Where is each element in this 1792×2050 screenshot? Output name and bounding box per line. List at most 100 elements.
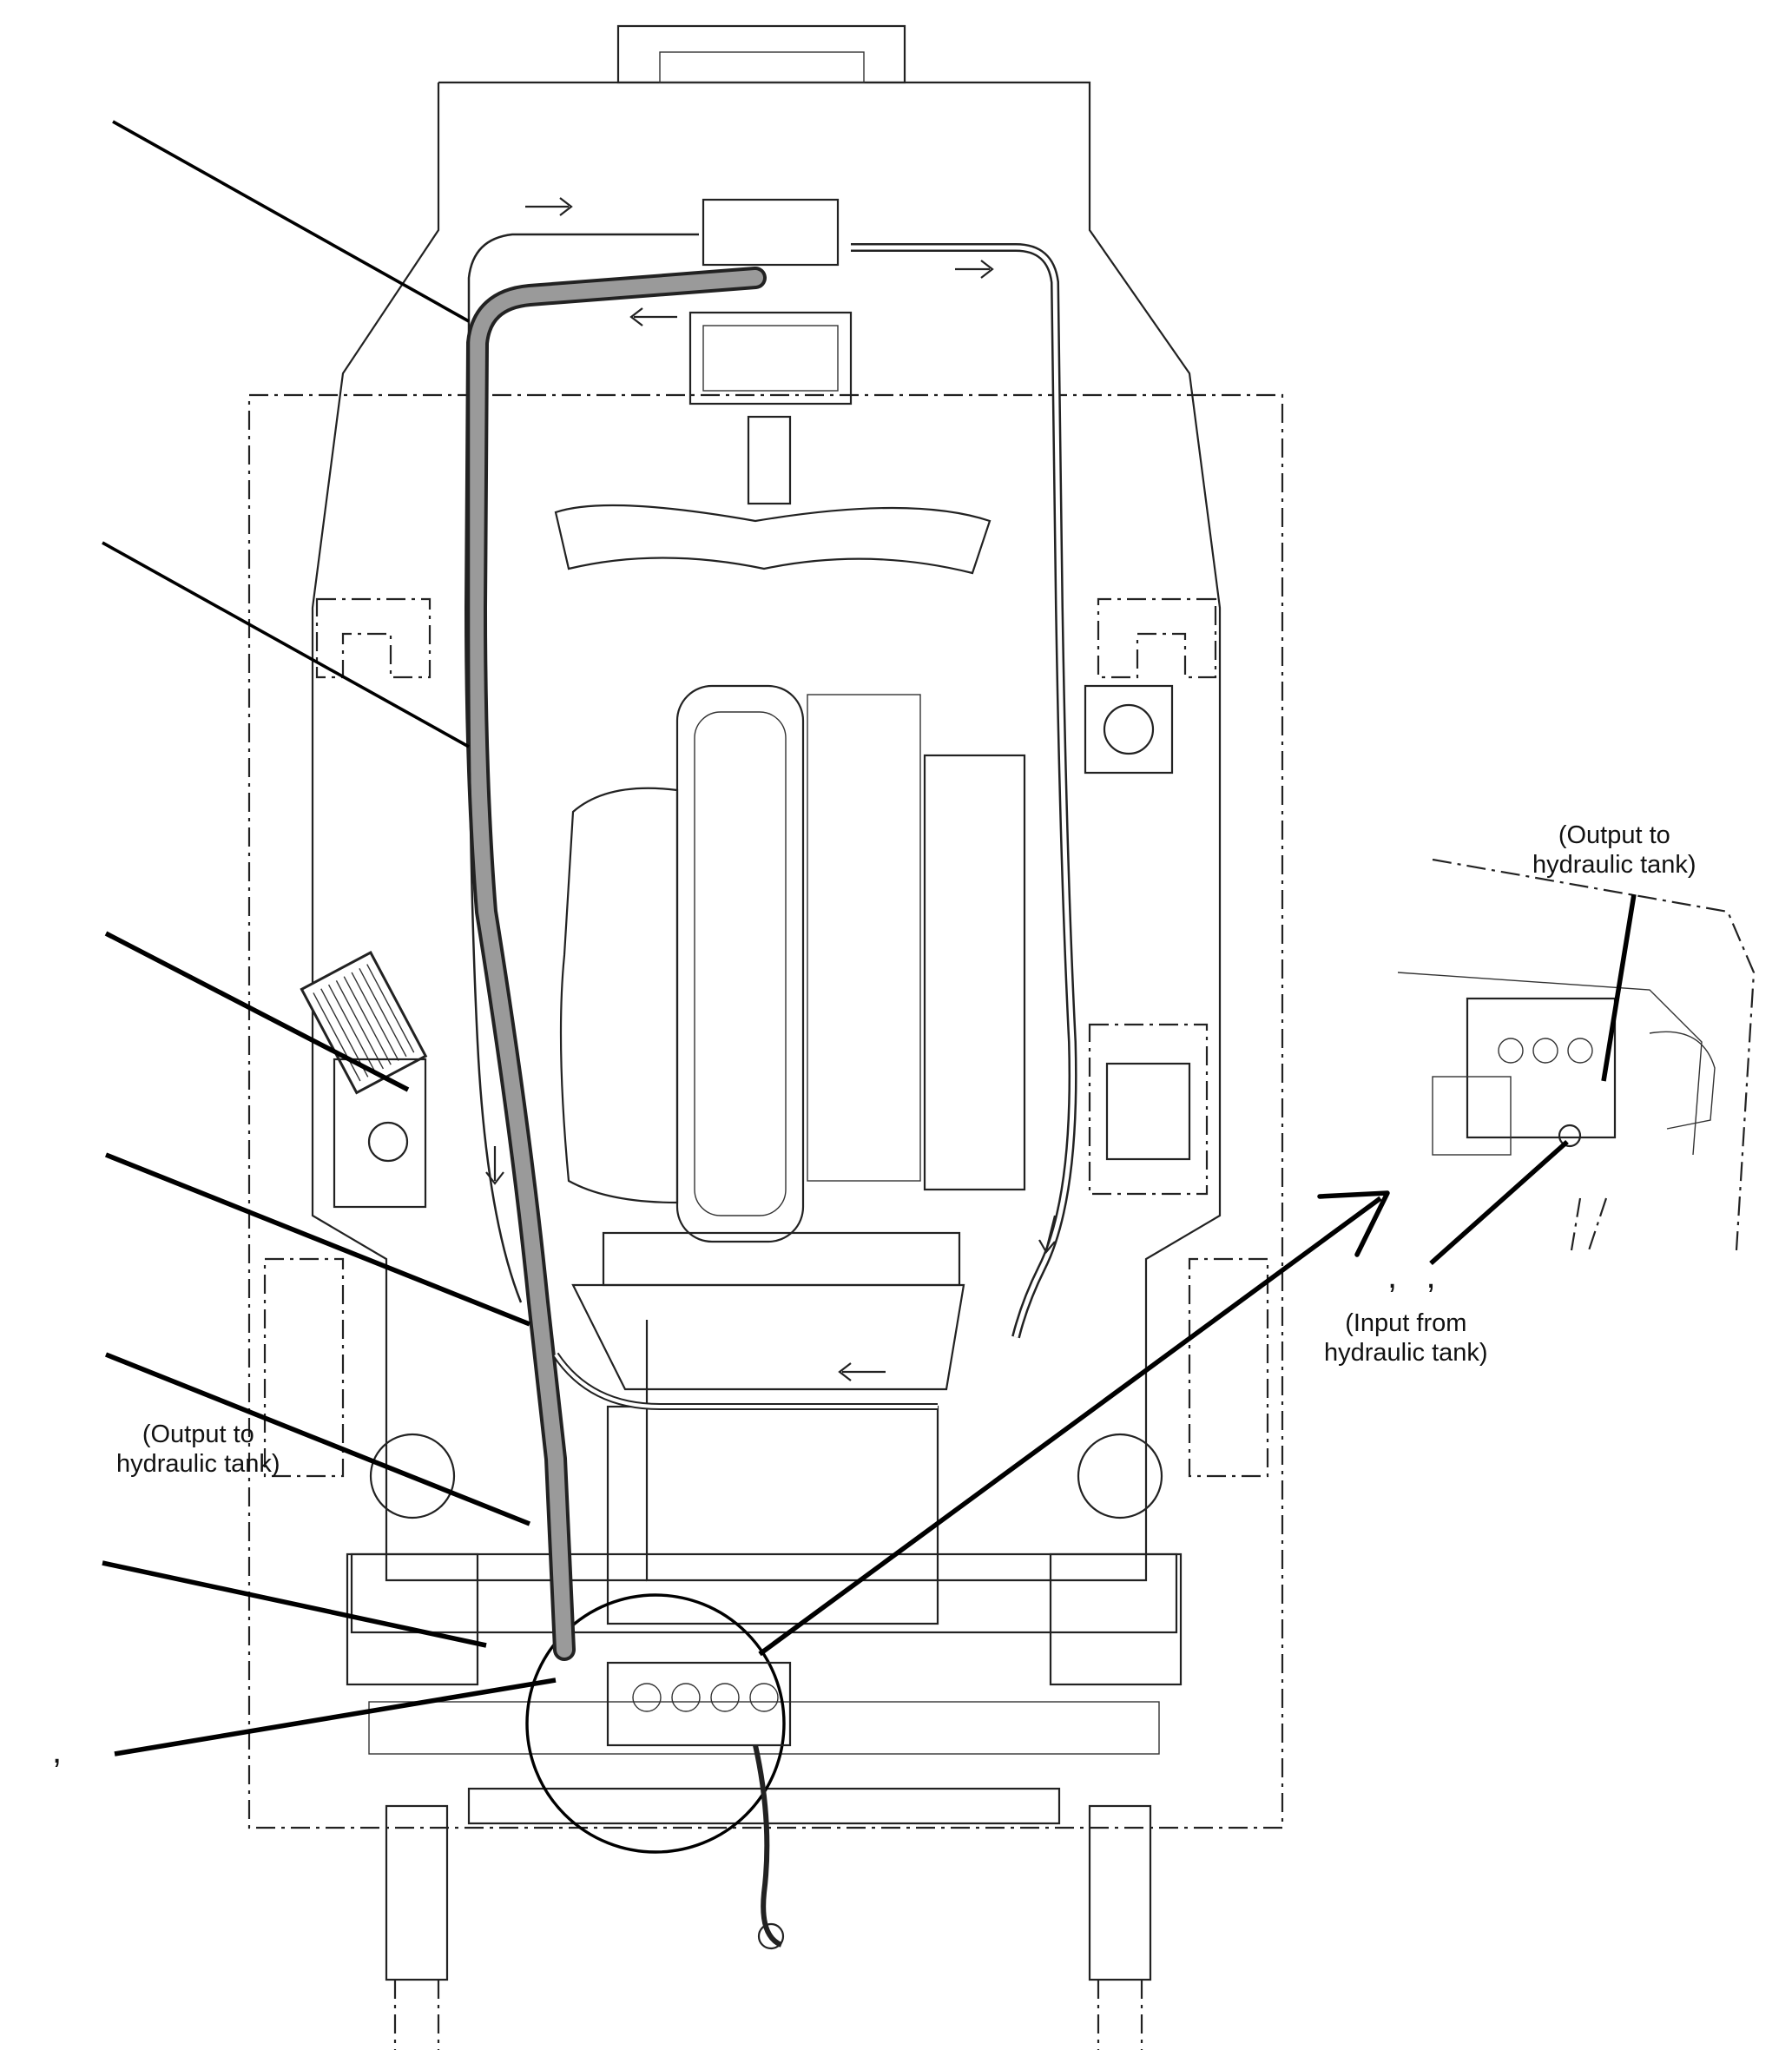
control-valve-area — [606, 1405, 939, 1625]
leader-line-2 — [102, 541, 470, 748]
flow-arrow-icon — [629, 307, 677, 326]
drive-shaft — [747, 415, 792, 505]
right-plate-hole — [1103, 703, 1155, 755]
left-frame — [311, 82, 647, 1582]
lower-cross-hose-core — [554, 1353, 938, 1408]
filter-rib — [327, 984, 377, 1073]
right-plate — [1084, 684, 1174, 775]
flywheel-housing — [602, 1231, 961, 1287]
rear-cross-member — [350, 1552, 1178, 1634]
return-hose-left — [467, 233, 699, 1303]
right-access-panel — [1088, 1023, 1209, 1196]
inset-port-2 — [1532, 1038, 1558, 1064]
leader-line-1 — [112, 120, 470, 323]
label-output-tank-right-line1: (Output to — [1558, 821, 1670, 849]
leader-line-4 — [104, 1152, 531, 1327]
pressure-hose-right — [851, 243, 1077, 1339]
filter-housing — [333, 1058, 427, 1209]
valve-port-1 — [632, 1683, 662, 1712]
control-valve-block — [606, 1661, 792, 1747]
return-hose-end — [757, 1922, 785, 1950]
engine-head — [807, 694, 921, 1182]
inset-tank-line — [1649, 1031, 1716, 1130]
pump-lower-inner — [702, 325, 839, 392]
leader-line-3 — [104, 931, 410, 1092]
engine-block-left — [559, 787, 679, 1204]
return-hose-lower — [753, 1744, 783, 1948]
stray-commas-right: , , — [1387, 1257, 1436, 1295]
inset-leader-input — [1429, 1139, 1569, 1266]
inset-legs — [1570, 1197, 1608, 1251]
right-leg — [1088, 1804, 1152, 1981]
inset-frame-top — [1432, 858, 1756, 1251]
bell-housing — [571, 1283, 965, 1391]
label-input-tank-right-line2: hydraulic tank) — [1324, 1339, 1488, 1367]
hydraulic-pump-upper — [702, 198, 840, 267]
label-output-tank-right-line2: hydraulic tank) — [1532, 851, 1696, 879]
leader-lines — [102, 120, 1637, 1757]
left-lower-panel — [263, 1257, 345, 1478]
label-output-tank-left-line2: hydraulic tank) — [116, 1450, 280, 1478]
label-input-tank-right: (Input from hydraulic tank) — [1324, 1308, 1488, 1368]
detail-arrow-head — [1317, 1190, 1390, 1257]
flow-arrow-icon — [485, 1146, 504, 1185]
inset-hose — [1397, 972, 1703, 1156]
flow-arrows — [485, 197, 1057, 1381]
inset-valve-side — [1432, 1076, 1512, 1156]
filter-cap — [367, 1121, 409, 1163]
left-leg — [385, 1804, 449, 1981]
valve-port-4 — [749, 1683, 779, 1712]
inset-port-3 — [1567, 1038, 1593, 1064]
label-output-tank-right: (Output to hydraulic tank) — [1532, 821, 1696, 880]
filter-rib — [351, 972, 399, 1061]
filter-rib — [343, 976, 392, 1065]
flow-arrow-icon — [955, 260, 994, 279]
injection-pump — [923, 754, 1026, 1191]
leader-line-7 — [114, 1678, 557, 1757]
inset-valve-block — [1466, 997, 1617, 1139]
right-cylinder-mount — [1049, 1552, 1183, 1686]
label-output-tank-left-line1: (Output to — [142, 1420, 254, 1448]
valve-port-3 — [710, 1683, 740, 1712]
inset-port-1 — [1498, 1038, 1524, 1064]
valve-port-2 — [671, 1683, 701, 1712]
hydraulic-pump-lower — [688, 311, 853, 405]
engine-crankcase-inner — [694, 711, 787, 1216]
detail-circle — [525, 1593, 786, 1854]
engine-crankcase — [675, 684, 805, 1243]
filter-rib — [359, 967, 407, 1058]
flow-arrow-icon — [525, 197, 573, 216]
leader-line-5 — [104, 1352, 531, 1526]
inset-leader-output — [1601, 893, 1637, 1082]
cooling-fan — [554, 504, 992, 575]
top-bracket-inner — [659, 51, 865, 83]
rear-axle-beam — [368, 1701, 1160, 1755]
machine-frame — [247, 24, 1284, 2050]
suction-hose-outline — [464, 267, 767, 1661]
label-output-tank-left: (Output to hydraulic tank) — [116, 1420, 280, 1479]
inset-input-port — [1558, 1124, 1582, 1148]
right-lower-panel — [1188, 1257, 1269, 1478]
suction-hose — [467, 270, 763, 1658]
flow-arrow-icon — [1038, 1215, 1057, 1254]
label-input-tank-right-line1: (Input from — [1345, 1309, 1467, 1337]
left-side-guard — [315, 597, 432, 679]
filter-rib — [335, 980, 385, 1070]
inset-detail — [1397, 858, 1756, 1251]
right-access-panel-inner — [1105, 1062, 1191, 1161]
chassis-outline — [247, 393, 1284, 1829]
top-bracket — [616, 24, 906, 84]
detail-arrow-shaft — [758, 1196, 1382, 1657]
filter-rib — [313, 992, 361, 1082]
right-wheel-hub — [1077, 1433, 1163, 1519]
pressure-hose-right-core — [851, 245, 1076, 1338]
left-wheel-hub — [369, 1433, 456, 1519]
hose-routing — [300, 233, 1077, 1661]
leader-line-6 — [102, 1560, 487, 1648]
stray-comma-left: , — [52, 1732, 63, 1770]
right-frame — [438, 81, 1222, 1582]
hydraulic-filter — [300, 951, 428, 1095]
filter-element — [300, 951, 428, 1095]
flow-arrow-icon — [838, 1362, 886, 1381]
